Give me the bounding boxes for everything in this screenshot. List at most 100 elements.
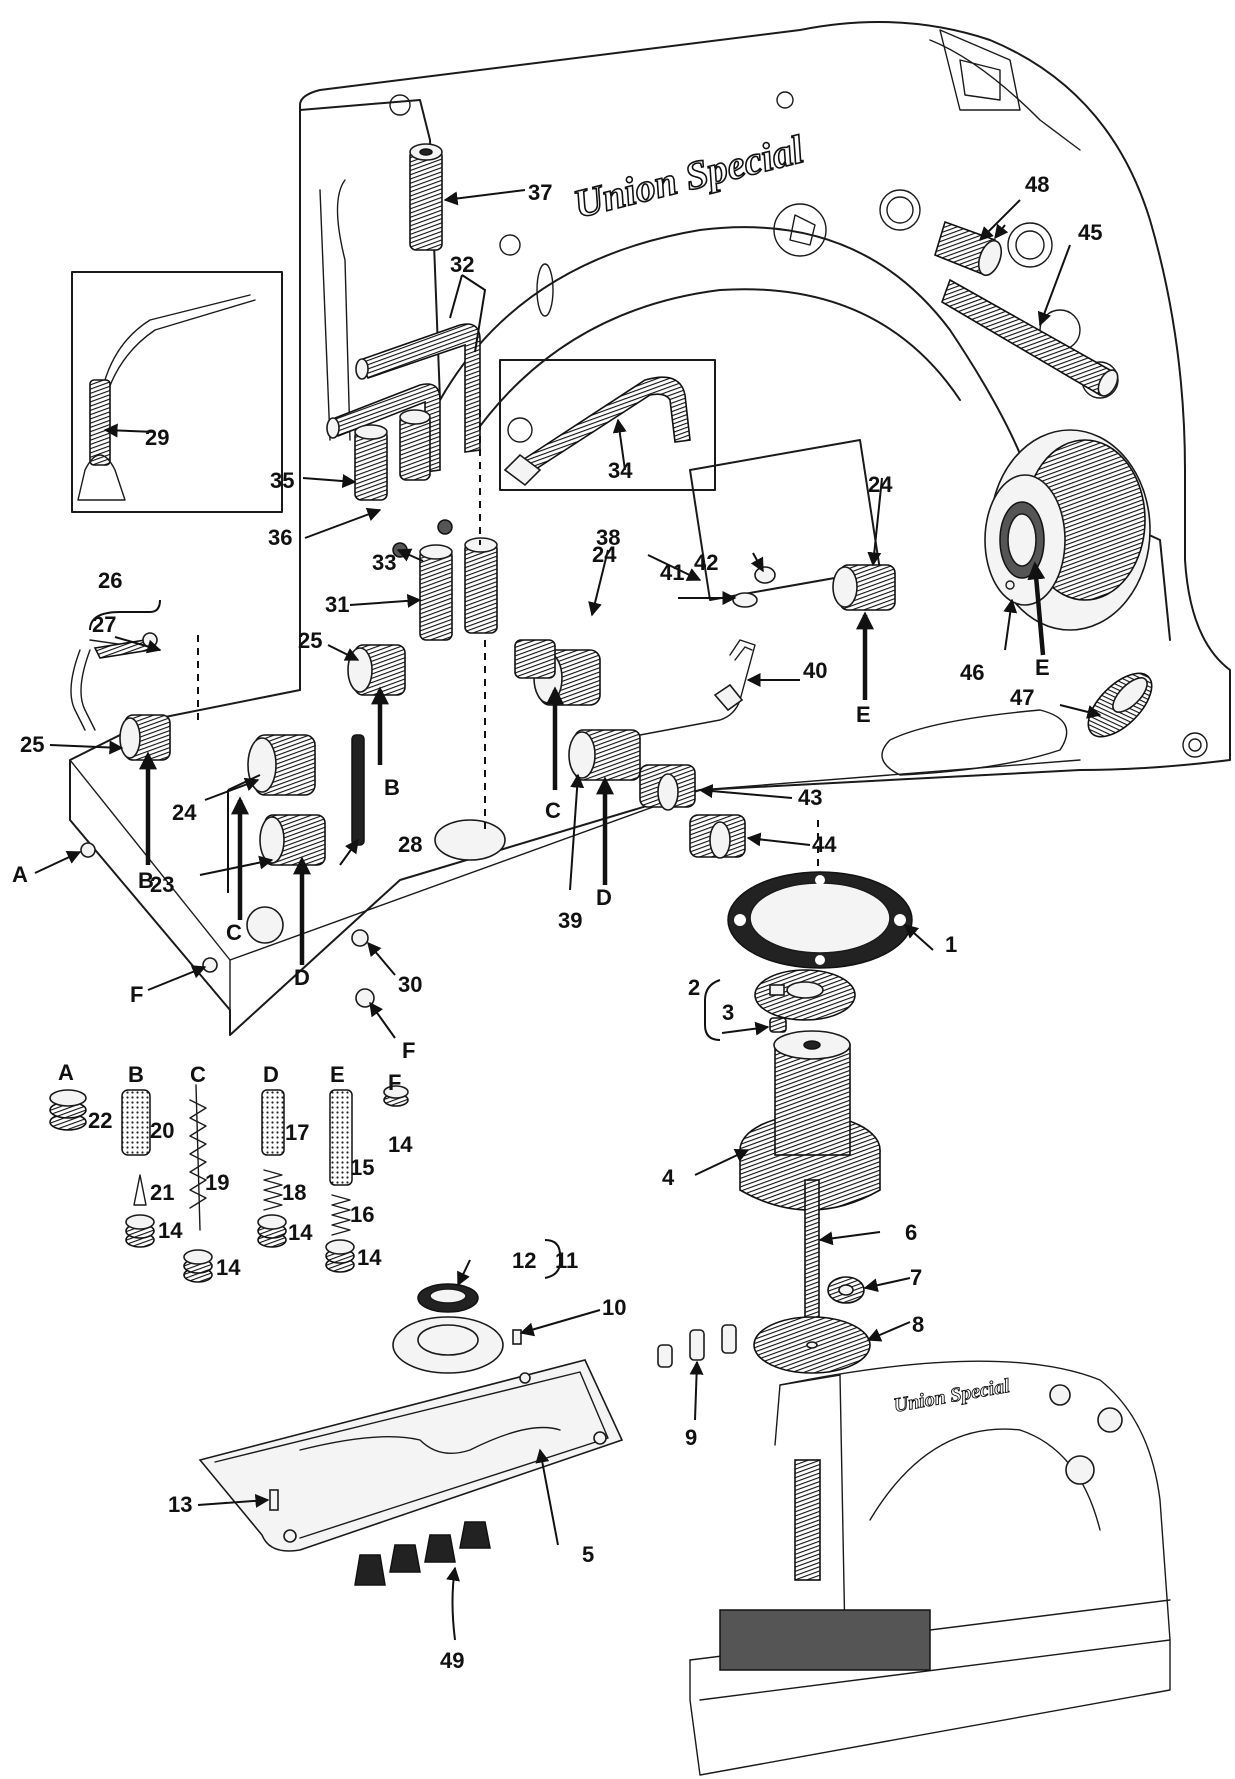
key-part-14-e [325, 1239, 355, 1273]
part-43-bushing [639, 764, 696, 811]
callout-40: 40 [803, 658, 827, 683]
callout-5: 5 [582, 1542, 594, 1567]
part-13-pin [269, 1489, 279, 1511]
callout-20: 20 [150, 1118, 174, 1143]
callout-46: 46 [960, 660, 984, 685]
callout-1: 1 [945, 932, 957, 957]
callout-32: 32 [450, 252, 474, 277]
callout-4: 4 [662, 1165, 675, 1190]
letter-c-mid: C [545, 798, 561, 823]
letter-c-left: C [226, 920, 242, 945]
callout-10: 10 [602, 1295, 626, 1320]
callout-18: 18 [282, 1180, 306, 1205]
letter-d-left: D [294, 965, 310, 990]
part-48-sleeve [934, 220, 1003, 277]
callout-25-mid: 25 [298, 628, 322, 653]
callout-31: 31 [325, 592, 349, 617]
callout-14-c: 14 [216, 1255, 241, 1280]
callout-35: 35 [270, 468, 294, 493]
part-40-tube [639, 639, 756, 736]
part-9-screws [657, 1324, 737, 1368]
letter-a: A [12, 862, 28, 887]
part-49-feet [354, 1521, 491, 1586]
callout-39: 39 [558, 908, 582, 933]
callout-33: 33 [372, 550, 396, 575]
key-part-20 [121, 1089, 151, 1156]
key-part-15 [329, 1089, 353, 1186]
key-part-14-d [257, 1214, 287, 1248]
callout-7: 7 [910, 1265, 922, 1290]
part-28-needle [351, 734, 365, 846]
key-part-18 [263, 1169, 283, 1211]
callout-25-left: 25 [20, 732, 44, 757]
callout-11: 11 [555, 1248, 578, 1273]
part-35-36-sleeves [354, 409, 431, 501]
key-part-14-c [183, 1249, 213, 1283]
callout-21: 21 [150, 1180, 174, 1205]
callout-17: 17 [285, 1120, 309, 1145]
part-11-12-cover [392, 1283, 504, 1374]
callout-47: 47 [1010, 685, 1034, 710]
callout-23: 23 [150, 872, 174, 897]
part-25-bushing-mid [347, 644, 406, 696]
callout-30: 30 [398, 972, 422, 997]
callout-9: 9 [685, 1425, 697, 1450]
callout-38: 38 [596, 525, 620, 550]
part-2-gear [754, 969, 856, 1021]
key-header-e: E [330, 1062, 345, 1087]
key-part-14-b [125, 1214, 155, 1248]
part-47-cap [1087, 672, 1153, 738]
callout-44: 44 [812, 832, 837, 857]
key-part-17 [261, 1089, 285, 1156]
callout-34: 34 [608, 458, 633, 483]
key-header-a: A [58, 1060, 74, 1085]
location-letters: A B B C C D D E E F F [12, 655, 1050, 1063]
callout-22: 22 [88, 1108, 112, 1133]
part-30-screw [351, 929, 369, 947]
part-37-tube [409, 143, 443, 251]
callout-14-d: 14 [288, 1220, 313, 1245]
callout-37: 37 [528, 180, 552, 205]
part-29-inset [71, 271, 283, 513]
small-brand-logo: Union Special [892, 1375, 1012, 1417]
part-3-screw [769, 1017, 787, 1033]
key-header-d: D [263, 1062, 279, 1087]
part-5-bottom-plate [198, 1359, 624, 1552]
callout-29: 29 [145, 425, 169, 450]
callout-19: 19 [205, 1170, 229, 1195]
callout-6: 6 [905, 1220, 917, 1245]
key-header-b: B [128, 1062, 144, 1087]
callout-3: 3 [722, 1000, 734, 1025]
callout-8: 8 [912, 1312, 924, 1337]
key-header-c: C [190, 1062, 206, 1087]
letter-b-left: B [138, 868, 154, 893]
callout-45: 45 [1078, 220, 1102, 245]
callout-27: 27 [92, 612, 116, 637]
part-23-bushing [259, 814, 326, 866]
callout-labels: 1 2 3 4 5 6 7 8 9 10 11 12 13 14 14 14 1… [20, 172, 1102, 1673]
part-45-rod [941, 278, 1119, 397]
part-10-screw [512, 1329, 522, 1345]
callout-14-b: 14 [158, 1218, 183, 1243]
key-part-19 [189, 1084, 207, 1231]
callout-36: 36 [268, 525, 292, 550]
part-24-bushing-left [247, 734, 316, 796]
hole-a [80, 842, 96, 858]
callout-15: 15 [350, 1155, 374, 1180]
callout-14-e: 14 [357, 1245, 382, 1270]
part-44-bushing [689, 814, 746, 859]
part-46-bearing-housing [984, 429, 1151, 631]
letter-f-right: F [402, 1038, 415, 1063]
callout-24-mid: 24 [592, 542, 617, 567]
part-7-gear [827, 1276, 865, 1304]
key-part-21 [133, 1174, 147, 1206]
callout-2: 2 [688, 975, 700, 1000]
letter-d-mid: D [596, 885, 612, 910]
small-machine-overview: Union Special [689, 1360, 1171, 1776]
part-38-bushing [514, 639, 556, 679]
leader-lines [34, 189, 1102, 1641]
part-6-shaft [804, 1179, 820, 1321]
callout-42: 42 [694, 550, 718, 575]
hole-f [202, 957, 218, 973]
letter-e-left: E [856, 702, 871, 727]
